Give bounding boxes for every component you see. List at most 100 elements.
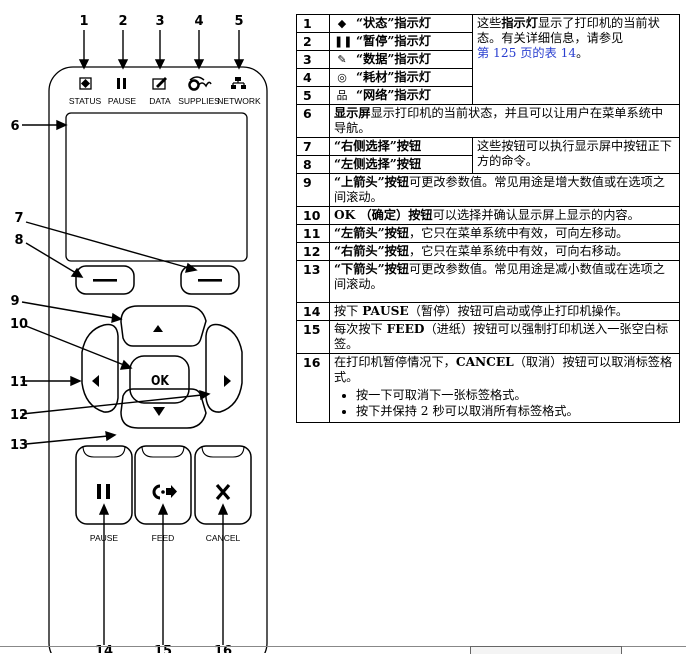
desc-bold: “上箭头”按钮 — [334, 175, 409, 189]
desc-bold: PAUSE — [362, 304, 409, 318]
desc-text: （暂停）按钮可启动或停止打印机操作。 — [408, 304, 629, 318]
right-arrow-description: “右箭头”按钮，它只在菜单系统中有效，可向右移动。 — [329, 242, 680, 261]
left-select-button[interactable] — [75, 265, 135, 295]
page-bottom-tab — [470, 646, 622, 654]
legend-row-13: 13 “下箭头”按钮可更改参数值。常见用途是减小数值或在选项之间滚动。 — [296, 260, 680, 303]
right-arrow-button[interactable] — [205, 323, 243, 413]
item-label: “数据”指示灯 — [356, 52, 431, 66]
legend-row-9: 9 “上箭头”按钮可更改参数值。常见用途是增大数值或在选项之间滚动。 — [296, 173, 680, 207]
network-icon: 品 — [336, 89, 348, 102]
cancel-key-icon — [215, 483, 231, 501]
callout-11: 11 — [10, 375, 28, 390]
callout-5: 5 — [234, 14, 243, 29]
desc-text: 显示打印机的当前状态，并且可以让用户在菜单系统中导航。 — [334, 106, 664, 135]
item-label: “暂停”指示灯 — [356, 34, 431, 48]
row-number: 9 — [296, 173, 330, 207]
desc-pre: 每次按下 — [334, 322, 387, 336]
desc-text: ，它只在菜单系统中有效，可向左移动。 — [408, 226, 629, 240]
desc-bold: 指示灯 — [501, 16, 538, 30]
row-number: 1 — [296, 14, 330, 33]
item-label: “网络”指示灯 — [356, 88, 431, 102]
right-select-item: “右侧选择”按钮 — [329, 137, 473, 156]
cap-status: STATUS — [69, 96, 102, 106]
data-light-item: ✎“数据”指示灯 — [329, 50, 473, 69]
desc-end: 。 — [576, 46, 589, 60]
pause-icon — [117, 78, 126, 89]
desc-pre: 在打印机暂停情况下， — [334, 355, 456, 369]
callout-3: 3 — [155, 14, 164, 29]
callout-9: 9 — [10, 294, 19, 309]
desc-text: 可更改参数值。常见用途是增大数值或在选项之间滚动。 — [334, 175, 665, 204]
callout-14: 14 — [95, 644, 113, 653]
desc-text: ，它只在菜单系统中有效，可向右移动。 — [408, 244, 629, 258]
select-buttons-description: 这些按钮可以执行显示屏中按钮正下方的命令。 — [472, 137, 680, 174]
right-arrow-icon — [224, 375, 231, 387]
item-label: “左侧选择”按钮 — [334, 157, 422, 171]
callout-6: 6 — [10, 119, 19, 134]
right-select-button[interactable] — [180, 265, 240, 295]
legend-row-14: 14 按下 PAUSE（暂停）按钮可启动或停止打印机操作。 — [296, 302, 680, 321]
item-label: “耗材”指示灯 — [356, 70, 431, 84]
cap-supplies: SUPPLIES — [178, 96, 220, 106]
ok-button[interactable]: OK — [129, 355, 190, 404]
cancel-bullets: 按一下可取消下一张标签格式。 按下并保持 2 秒可以取消所有标签格式。 — [334, 388, 675, 419]
desc-bold: CANCEL — [455, 355, 514, 369]
legend-row-7: 7 “右侧选择”按钮 这些按钮可以执行显示屏中按钮正下方的命令。 — [296, 137, 680, 174]
row-number: 10 — [296, 206, 330, 225]
desc-bold: “下箭头”按钮 — [334, 262, 409, 276]
pause-light-item: ❚❚“暂停”指示灯 — [329, 32, 473, 51]
network-light-item: 品 “网络”指示灯 — [329, 86, 473, 105]
callout-leaders — [21, 30, 245, 645]
row-number: 5 — [296, 86, 330, 105]
pause-icon: ❚❚ — [334, 35, 353, 48]
up-arrow-icon — [153, 325, 163, 332]
feed-key-icon — [152, 484, 177, 500]
legend-row-2: 2 ❚❚“暂停”指示灯 — [296, 32, 680, 51]
row-number: 12 — [296, 242, 330, 261]
legend-row-1: 1 ◆“状态”指示灯 这些指示灯显示了打印机的当前状态。有关详细信息，请参见第 … — [296, 14, 680, 105]
row-number: 16 — [296, 353, 330, 423]
desc-text: （进纸）按钮可以强制打印机送入一张空白标签。 — [334, 322, 669, 351]
legend-row-11: 11 “左箭头”按钮，它只在菜单系统中有效，可向左移动。 — [296, 224, 680, 243]
callout-1: 1 — [79, 14, 88, 29]
desc-bold: “左箭头”按钮 — [334, 226, 409, 240]
callout-12: 12 — [10, 408, 28, 423]
row-number: 15 — [296, 320, 330, 354]
desc-bold: FEED — [386, 322, 425, 336]
legend-row-4: 4 ◎ “耗材”指示灯 — [296, 68, 680, 87]
supplies-icon: ◎ — [337, 71, 347, 84]
lights-description: 这些指示灯显示了打印机的当前状态。有关详细信息，请参见第 125 页的表 14。 — [472, 14, 680, 105]
up-arrow-button[interactable] — [120, 305, 207, 347]
desc-pre: 按下 — [334, 304, 363, 318]
cap-data: DATA — [149, 96, 171, 106]
row-number: 4 — [296, 68, 330, 87]
desc-text: 可更改参数值。常见用途是减小数值或在选项之间滚动。 — [334, 262, 665, 291]
display-description: 显示屏显示打印机的当前状态，并且可以让用户在菜单系统中导航。 — [329, 104, 680, 138]
callout-15: 15 — [154, 644, 172, 653]
left-arrow-icon — [92, 375, 99, 387]
row-number: 8 — [296, 155, 330, 174]
desc-bold: 显示屏 — [334, 106, 371, 120]
row-number: 11 — [296, 224, 330, 243]
row-number: 2 — [296, 32, 330, 51]
row-number: 6 — [296, 104, 330, 138]
desc-bold: OK （确定）按钮 — [334, 208, 433, 222]
left-arrow-button[interactable] — [81, 323, 119, 413]
desc-text: 可以选择并确认显示屏上显示的内容。 — [432, 208, 640, 222]
status-icon — [79, 77, 92, 90]
legend-row-6: 6 显示屏显示打印机的当前状态，并且可以让用户在菜单系统中导航。 — [296, 104, 680, 138]
panel-outline — [48, 66, 268, 653]
table-14-link[interactable]: 第 125 页的表 14 — [477, 46, 577, 60]
status-light-item: ◆“状态”指示灯 — [329, 14, 473, 33]
legend-row-8: 8 “左侧选择”按钮 — [296, 155, 680, 174]
pause-key-icon — [97, 484, 101, 499]
row-number: 13 — [296, 260, 330, 303]
desc-pre: 这些 — [477, 16, 502, 30]
pause-key-description: 按下 PAUSE（暂停）按钮可启动或停止打印机操作。 — [329, 302, 680, 321]
display-screen — [65, 112, 248, 262]
feed-key-description: 每次按下 FEED（进纸）按钮可以强制打印机送入一张空白标签。 — [329, 320, 680, 354]
cap-network: NETWORK — [217, 96, 261, 106]
callout-4: 4 — [194, 14, 203, 29]
item-label: “状态”指示灯 — [356, 16, 431, 30]
callout-7: 7 — [14, 211, 23, 226]
